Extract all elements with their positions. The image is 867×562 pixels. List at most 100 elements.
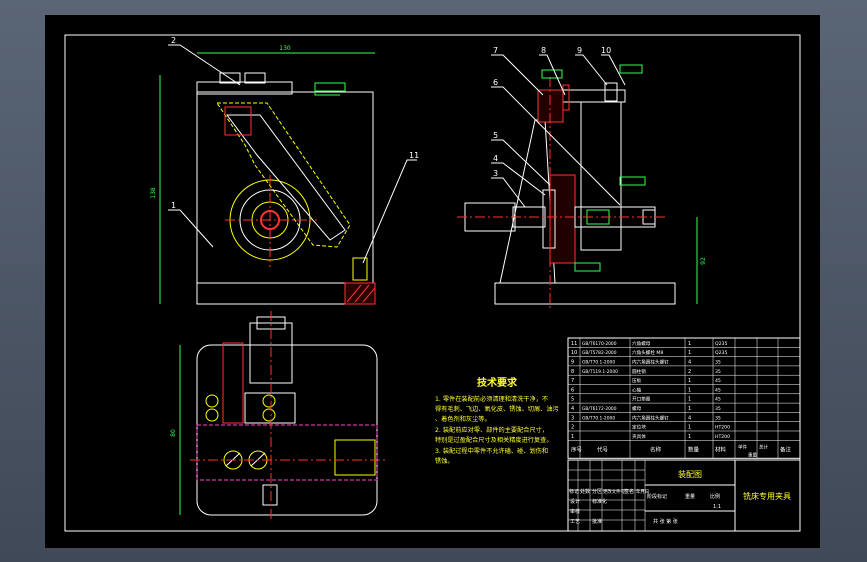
- side-tolerance-box-2: [574, 262, 601, 272]
- top-hole-1: [205, 394, 219, 408]
- tech-req-items: 1. 零件在装配前必须清理和清洗干净，不得有毛刺、飞边、氧化皮、锈蚀、切屑、油污…: [435, 395, 559, 465]
- tb-docno: 更改文件号: [603, 488, 626, 495]
- part-material: 35: [715, 415, 721, 421]
- part-name: 六角头螺栓 M8: [632, 349, 663, 356]
- tb-date: 年月日: [636, 488, 649, 495]
- drawing-sheet: 130 138 2 1 11 92: [45, 15, 820, 548]
- tb-count: 处数: [580, 488, 590, 495]
- front-arm-outline: [226, 114, 346, 241]
- side-view: 92 7 8 9 10 6 5 4 3: [457, 46, 707, 311]
- top-dim-left-text: 80: [170, 429, 177, 437]
- tech-req-line: 1. 零件在装配前必须清理和清洗干净，不: [435, 395, 548, 403]
- balloon-6: 6: [493, 78, 498, 87]
- part-qty: 1: [688, 378, 691, 384]
- balloon-8: 8: [541, 46, 546, 55]
- top-mandrel: [334, 439, 376, 476]
- side-leader-8: [539, 54, 566, 96]
- technical-requirements: 技术要求 1. 零件在装配前必须清理和清洗干净，不得有毛刺、飞边、氧化皮、锈蚀、…: [435, 376, 559, 465]
- part-qty: 1: [688, 397, 691, 403]
- top-hub: [244, 392, 296, 424]
- tb-sign: 签名: [624, 488, 634, 495]
- header-unit: 单件: [738, 443, 747, 450]
- balloon-1: 1: [171, 201, 176, 210]
- balloon-10: 10: [601, 46, 611, 55]
- part-code: GB/T119.1-2000: [582, 369, 618, 375]
- top-clamp-1: [223, 450, 243, 470]
- tech-req-line: 3. 装配过程中零件不允许磕、碰、划伤和: [435, 447, 548, 455]
- front-leader-1: [168, 209, 214, 248]
- front-hatch-lines: [346, 284, 376, 303]
- header-qty: 数量: [688, 445, 700, 453]
- header-remark: 备注: [780, 445, 792, 453]
- side-tolerance-box-3: [619, 64, 643, 74]
- header-code: 代号: [597, 445, 609, 453]
- part-material: 35: [715, 406, 721, 412]
- part-code: GB/T6172-2000: [582, 406, 617, 412]
- balloon-4: 4: [493, 154, 498, 163]
- tech-req-line: 、着色剂和灰尘等。: [435, 415, 491, 423]
- part-name: 夹具体: [632, 433, 646, 440]
- part-material: HT200: [715, 425, 730, 431]
- tb-approve: 批准: [592, 518, 602, 525]
- part-no: 3: [571, 415, 574, 421]
- side-leader-7: [491, 54, 544, 96]
- part-material: 45: [715, 387, 721, 393]
- balloon-9: 9: [577, 46, 582, 55]
- tb-title: 铣床专用夹具: [743, 491, 791, 501]
- part-material: 35: [715, 369, 721, 375]
- side-tolerance-box-1: [619, 176, 646, 186]
- part-name: 圆柱销: [632, 368, 646, 375]
- part-no: 5: [571, 397, 574, 403]
- side-dim-right-text: 92: [700, 257, 707, 265]
- part-code: GB/T6170-2000: [582, 341, 617, 347]
- side-top-plate: [562, 89, 626, 103]
- part-material: HT200: [715, 434, 730, 440]
- balloon-5: 5: [493, 131, 498, 140]
- part-no: 4: [571, 406, 574, 412]
- header-no: 序号: [571, 445, 583, 453]
- tb-drawing-type: 装配图: [678, 469, 702, 479]
- side-hub-face: [542, 189, 556, 249]
- part-qty: 4: [688, 415, 691, 421]
- part-material: 35: [715, 360, 721, 366]
- front-clamp-hatch: [344, 282, 376, 305]
- front-lug-right: [244, 72, 266, 84]
- top-body: [196, 344, 378, 516]
- part-material: Q235: [715, 350, 727, 356]
- drawing-frame: [64, 34, 801, 532]
- front-clamp-screw: [352, 257, 368, 281]
- balloon-2: 2: [171, 36, 176, 45]
- tb-scale-val: 1:1: [713, 504, 721, 510]
- part-code: GB/T5782-2000: [582, 350, 617, 356]
- part-no: 11: [571, 341, 577, 347]
- tb-check: 审核: [570, 508, 580, 515]
- tb-sheets: 共 张 第 张: [653, 518, 678, 525]
- part-no: 6: [571, 387, 574, 393]
- side-leader-9: [575, 54, 608, 86]
- tech-req-title: 技术要求: [477, 376, 518, 389]
- part-name: 内六角圆柱头螺钉: [632, 414, 669, 421]
- front-dim-top-text: 130: [279, 45, 291, 52]
- front-arm-slot: [224, 106, 252, 136]
- part-qty: 1: [688, 387, 691, 393]
- balloon-11: 11: [409, 151, 419, 160]
- part-name: 心轴: [632, 386, 642, 393]
- part-qty: 1: [688, 425, 691, 431]
- part-name: 螺母: [632, 405, 642, 412]
- part-material: 45: [715, 378, 721, 384]
- side-tolerance-box-4: [541, 69, 563, 79]
- part-no: 10: [571, 350, 577, 356]
- side-leader-5: [491, 139, 551, 186]
- front-view: 130 138 2 1 11: [150, 36, 419, 305]
- part-no: 2: [571, 425, 574, 431]
- part-name: 开口垫圈: [632, 396, 651, 403]
- top-view: 80: [170, 311, 385, 520]
- side-hub: [549, 174, 576, 264]
- front-lug-left: [219, 72, 241, 84]
- top-slot: [222, 342, 244, 424]
- tech-req-line: 得有毛刺、飞边、氧化皮、锈蚀、切屑、油污: [435, 405, 559, 413]
- top-hole-2: [262, 394, 276, 408]
- top-screw-bottom: [262, 484, 278, 506]
- tb-zone: 分区: [592, 488, 602, 495]
